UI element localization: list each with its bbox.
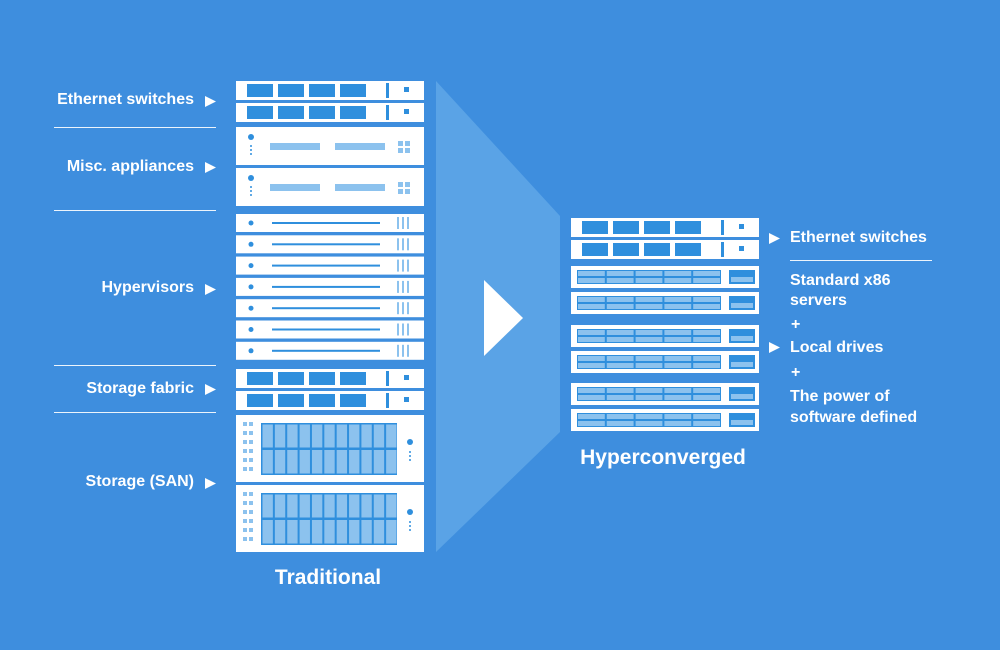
divider	[54, 365, 216, 366]
hc-server-unit	[571, 383, 759, 405]
hypervisor-unit	[236, 320, 424, 339]
divider	[790, 260, 932, 261]
hc-server-unit	[571, 266, 759, 288]
label-hc-local-drives: Local drives	[790, 339, 884, 356]
hypervisor-unit	[236, 299, 424, 318]
caption-traditional: Traditional	[274, 566, 382, 589]
appliance-unit	[236, 168, 424, 206]
label-hc-servers-line2: servers	[790, 292, 847, 309]
hc-switch-unit	[571, 218, 759, 237]
label-ethernet-switches: Ethernet switches	[57, 91, 194, 108]
divider	[54, 412, 216, 413]
hc-server-unit	[571, 292, 759, 314]
hypervisor-stack	[236, 214, 424, 360]
hc-server-unit	[571, 351, 759, 373]
arrow-right-icon	[205, 478, 216, 489]
hc-server-unit	[571, 409, 759, 431]
divider	[54, 127, 216, 128]
play-arrow-icon	[484, 280, 523, 356]
plus-sign: +	[791, 316, 801, 333]
hc-server-stack	[571, 266, 759, 431]
hc-server-unit	[571, 325, 759, 347]
san-unit	[236, 485, 424, 552]
caption-hyperconverged: Hyperconverged	[580, 446, 746, 469]
appliance-unit	[236, 127, 424, 165]
storage-fabric-unit	[236, 369, 424, 388]
arrow-right-icon	[205, 284, 216, 295]
arrow-right-icon	[769, 233, 780, 244]
label-storage-fabric: Storage fabric	[86, 380, 194, 397]
divider	[54, 210, 216, 211]
arrow-right-icon	[205, 384, 216, 395]
san-stack	[236, 415, 424, 552]
san-unit	[236, 415, 424, 482]
label-hc-servers-line1: Standard x86	[790, 272, 891, 289]
plus-sign: +	[791, 364, 801, 381]
arrow-right-icon	[205, 96, 216, 107]
arrow-right-icon	[769, 342, 780, 353]
arrow-right-icon	[205, 162, 216, 173]
label-hypervisors: Hypervisors	[101, 279, 195, 296]
ethernet-switch-unit	[236, 81, 424, 100]
storage-fabric-unit	[236, 391, 424, 410]
label-hc-software-line1: The power of	[790, 388, 890, 405]
label-hc-ethernet-switches: Ethernet switches	[790, 229, 927, 246]
ethernet-switch-unit	[236, 103, 424, 122]
funnel-shape	[436, 81, 560, 552]
label-misc-appliances: Misc. appliances	[66, 158, 194, 175]
label-hc-software-line2: software defined	[790, 409, 918, 426]
hypervisor-unit	[236, 214, 424, 232]
hc-switch-unit	[571, 240, 759, 259]
hypervisor-unit	[236, 341, 424, 360]
label-storage-san: Storage (SAN)	[85, 473, 194, 490]
hypervisor-unit	[236, 277, 424, 296]
hypervisor-unit	[236, 256, 424, 275]
hypervisor-unit	[236, 235, 424, 254]
